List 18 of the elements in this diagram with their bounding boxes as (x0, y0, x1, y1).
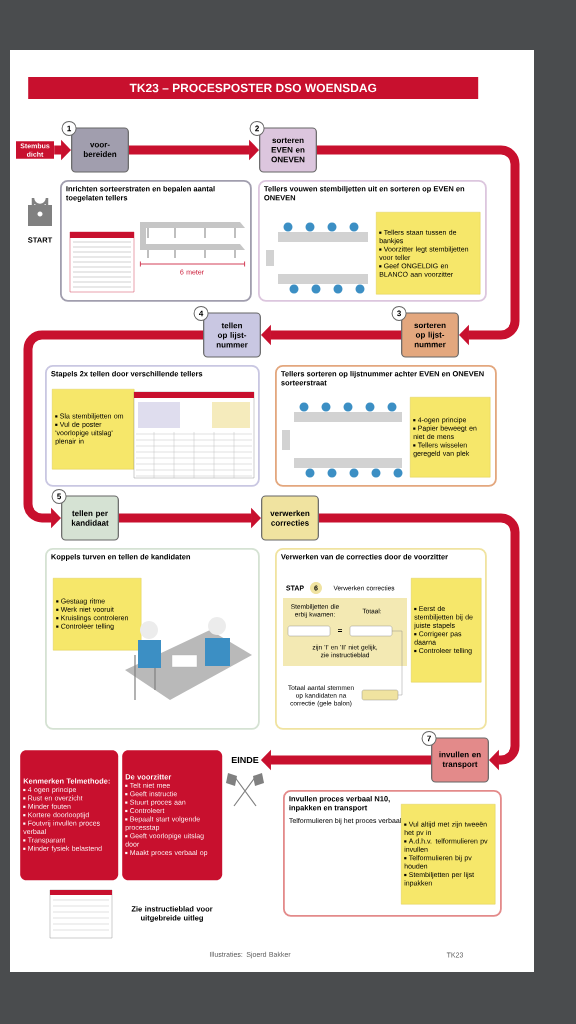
equals-sign: = (338, 628, 342, 632)
process-ribbon-arrow (318, 513, 520, 771)
step-number: 5 (51, 488, 67, 504)
step-number: 3 (391, 305, 407, 321)
step-box: sorteren EVEN en ONEVEN (259, 127, 317, 173)
step-box: sorteren op lijst- nummer (401, 312, 459, 358)
end-label: EINDE (231, 756, 259, 764)
step-number: 1 (61, 120, 77, 136)
step-box: tellen per kandidaat (61, 495, 119, 541)
step-box: tellen op lijst- nummer (203, 312, 261, 358)
step-number: 7 (421, 730, 437, 746)
step-number: 2 (249, 120, 265, 136)
process-ribbon-arrow (316, 145, 520, 346)
title-banner: TK23 – PROCESPOSTER DSO WOENSDAG (28, 77, 479, 99)
step-box: voor- bereiden (71, 127, 129, 173)
step-box: invullen en transport (431, 737, 489, 783)
step-number: 4 (193, 305, 209, 321)
step-box: verwerken correcties (261, 495, 319, 541)
